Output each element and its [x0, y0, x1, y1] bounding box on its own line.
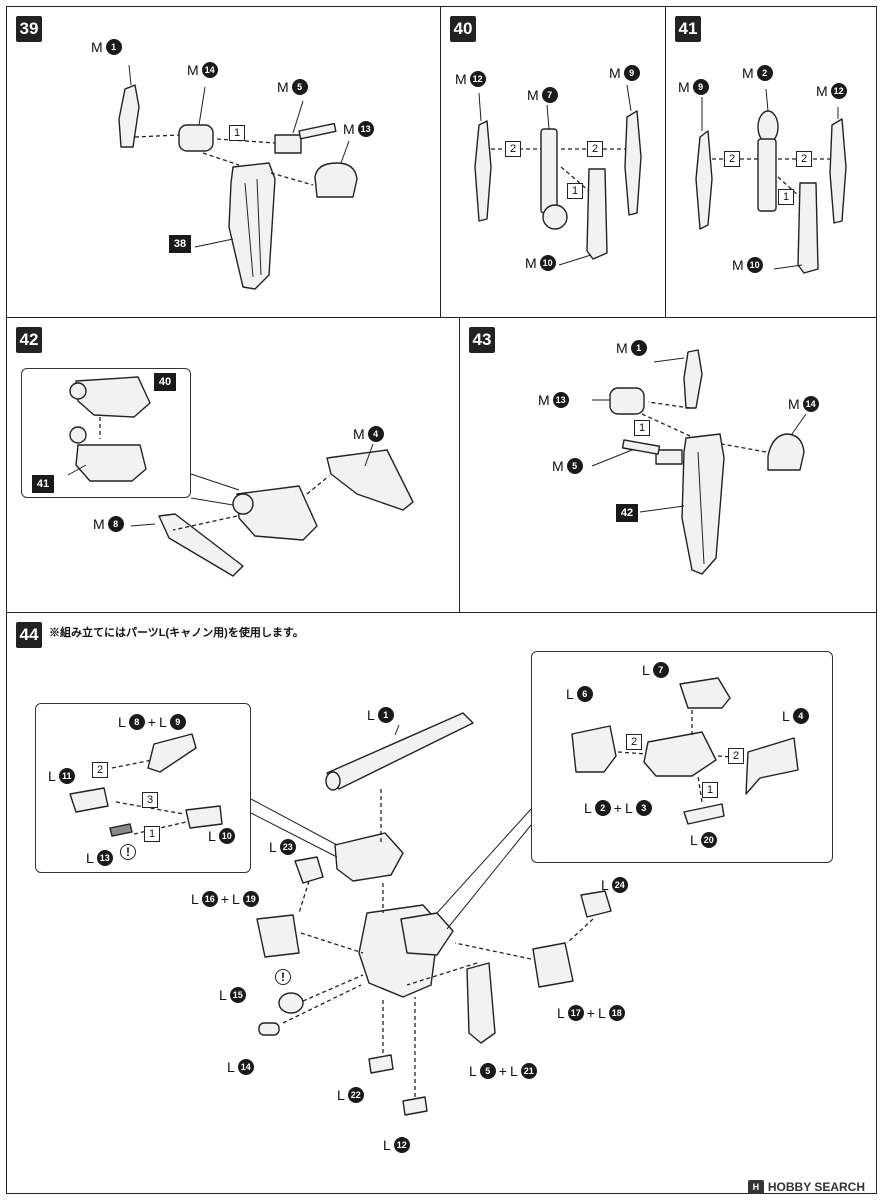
step-number-badge: 44 [16, 622, 42, 648]
order-marker: 2 [92, 762, 108, 778]
watermark: H HOBBY SEARCH [747, 1180, 865, 1194]
order-marker: 2 [626, 734, 642, 750]
step-40-illustration [474, 84, 642, 266]
inset-illustration [67, 376, 151, 482]
order-marker: 1 [634, 420, 650, 436]
step-39-illustration [118, 64, 358, 290]
step-44-note: ※組み立てにはパーツL(キャノン用)を使用します。 [49, 627, 304, 639]
order-marker: 2 [796, 151, 812, 167]
step-ref-42: 42 [616, 504, 638, 522]
order-marker: 3 [142, 792, 158, 808]
step-number-badge: 39 [16, 16, 42, 42]
step-44-illustration [250, 712, 612, 1116]
step-41-illustration [695, 88, 847, 274]
step-ref-40: 40 [154, 373, 176, 391]
order-marker: 2 [728, 748, 744, 764]
order-marker: 1 [702, 782, 718, 798]
step-number-badge: 41 [675, 16, 701, 42]
step-ref-41: 41 [32, 475, 54, 493]
order-marker: 1 [229, 125, 245, 141]
order-marker: 2 [587, 141, 603, 157]
sub-assembly-inset: 40 41 [21, 368, 191, 498]
inset-illustration [571, 677, 799, 825]
step-number-badge: 40 [450, 16, 476, 42]
order-marker: 1 [567, 183, 583, 199]
hobby-search-logo-icon: H [747, 1180, 764, 1194]
step-number-badge: 43 [469, 327, 495, 353]
step-ref-38: 38 [169, 235, 191, 253]
order-marker: 1 [144, 826, 160, 842]
caution-icon: ! [120, 844, 136, 860]
step-42-illustration [130, 443, 414, 577]
caution-icon: ! [275, 969, 291, 985]
order-marker: 1 [778, 189, 794, 205]
order-marker: 2 [724, 151, 740, 167]
step-number-badge: 42 [16, 327, 42, 353]
order-marker: 2 [505, 141, 521, 157]
watermark-text: HOBBY SEARCH [767, 1180, 865, 1194]
step-43-illustration [591, 349, 807, 575]
inset-illustration [69, 733, 223, 837]
